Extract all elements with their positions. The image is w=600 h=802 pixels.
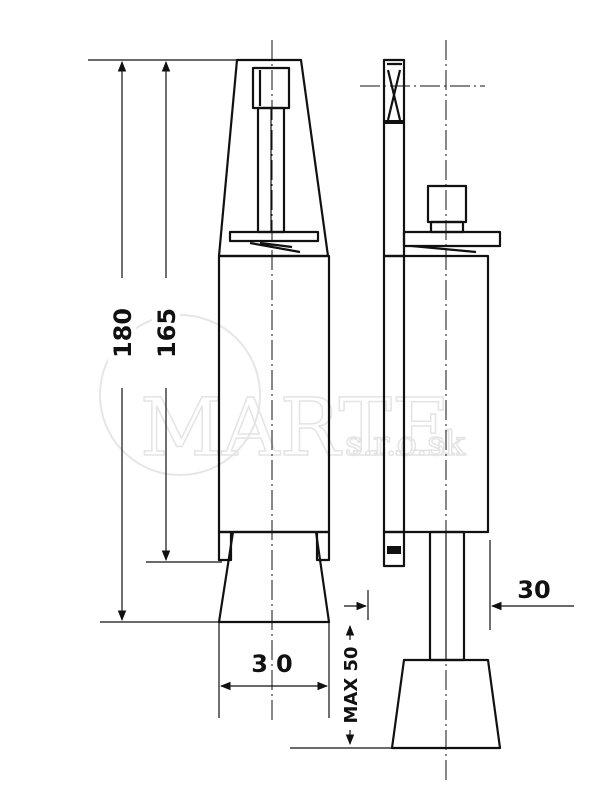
- watermark: MARTE s.r.o.sk: [99, 314, 466, 476]
- side-spring-plate: [402, 230, 502, 248]
- dimension-lines: [88, 59, 574, 749]
- dim-max50-label: MAX 50: [341, 646, 362, 723]
- dim-165-label: 165: [153, 308, 181, 358]
- side-plunger-nut: [426, 184, 468, 224]
- front-rubber-foot: [217, 530, 331, 624]
- dim-side-width-label: 30: [517, 576, 550, 604]
- watermark-domain: s.r.o.sk: [345, 424, 466, 464]
- front-top-housing: [217, 58, 330, 258]
- front-spring-plate: [228, 230, 320, 243]
- front-plunger-head: [251, 66, 291, 110]
- watermark-brand: MARTE: [140, 381, 450, 474]
- side-view: [360, 40, 502, 780]
- side-mounting-plate: [382, 58, 406, 258]
- front-view: [217, 40, 331, 720]
- dim-180-label: 180: [109, 308, 137, 358]
- side-plunger-shaft: [428, 530, 466, 662]
- dim-front-width-label: 30: [251, 650, 300, 678]
